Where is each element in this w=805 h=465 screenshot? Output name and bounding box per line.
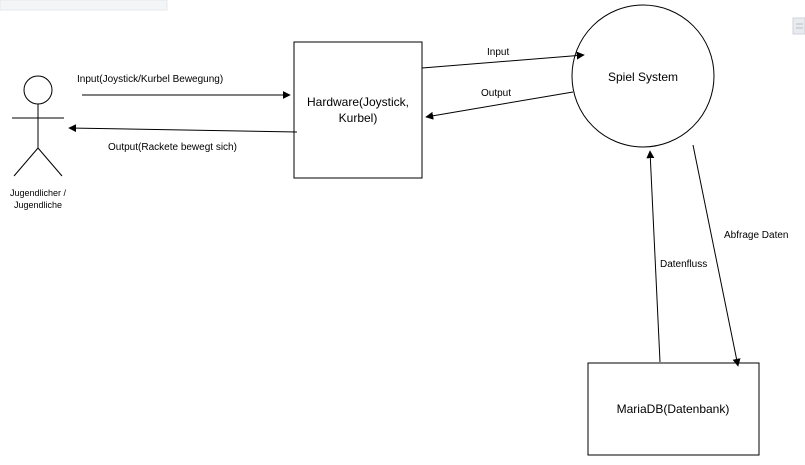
- actor-right-leg: [37, 147, 63, 177]
- actor-label-line1: Jugendlicher /: [10, 188, 67, 198]
- spiel-system-label: Spiel System: [608, 70, 678, 84]
- edge-output: [425, 91, 574, 120]
- edge-datenfluss: [646, 150, 661, 363]
- edge-input-label: Input: [487, 47, 509, 58]
- edge-abfrage-daten: [692, 144, 741, 367]
- edge-output-rackete-label: Output(Rackete bewegt sich): [108, 142, 237, 153]
- edge-output-rackete: [68, 124, 298, 133]
- actor-head: [23, 75, 53, 105]
- actor-left-leg: [13, 147, 39, 177]
- mariadb-node[interactable]: [587, 362, 760, 456]
- edge-output-label: Output: [481, 88, 511, 99]
- edge-datenfluss-label: Datenfluss: [660, 259, 707, 270]
- edge-input-joystick-label: Input(Joystick/Kurbel Bewegung): [77, 74, 223, 85]
- mariadb-label: MariaDB(Datenbank): [617, 402, 730, 416]
- actor-stick-figure: [12, 75, 64, 177]
- edge-abfrage-daten-label: Abfrage Daten: [724, 230, 789, 241]
- hardware-label-line1: Hardware(Joystick,: [307, 95, 409, 109]
- document-icon: [792, 17, 805, 35]
- hardware-label-line2: Kurbel): [339, 111, 378, 125]
- edge-input: [421, 51, 585, 69]
- spiel-system-node[interactable]: [571, 4, 715, 148]
- actor-label-line2: Jugendliche: [14, 200, 62, 210]
- top-bar-artifact: [0, 0, 168, 11]
- hardware-node[interactable]: [293, 41, 423, 179]
